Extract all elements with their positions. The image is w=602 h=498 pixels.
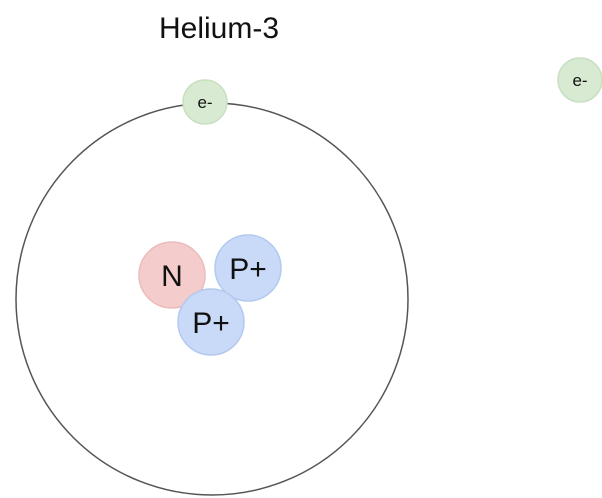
free-electron: e-	[558, 58, 602, 102]
nucleus: N P+ P+	[139, 235, 281, 355]
proton-bottom: P+	[178, 289, 244, 355]
orbit-electron-label: e-	[197, 93, 212, 112]
proton-top: P+	[215, 235, 281, 301]
proton-bottom-label: P+	[192, 307, 230, 340]
free-electron-label: e-	[572, 71, 587, 90]
diagram-title: Helium-3	[159, 12, 279, 45]
orbit-electron: e-	[183, 80, 227, 124]
proton-top-label: P+	[229, 253, 267, 286]
neutron-label: N	[161, 260, 183, 293]
